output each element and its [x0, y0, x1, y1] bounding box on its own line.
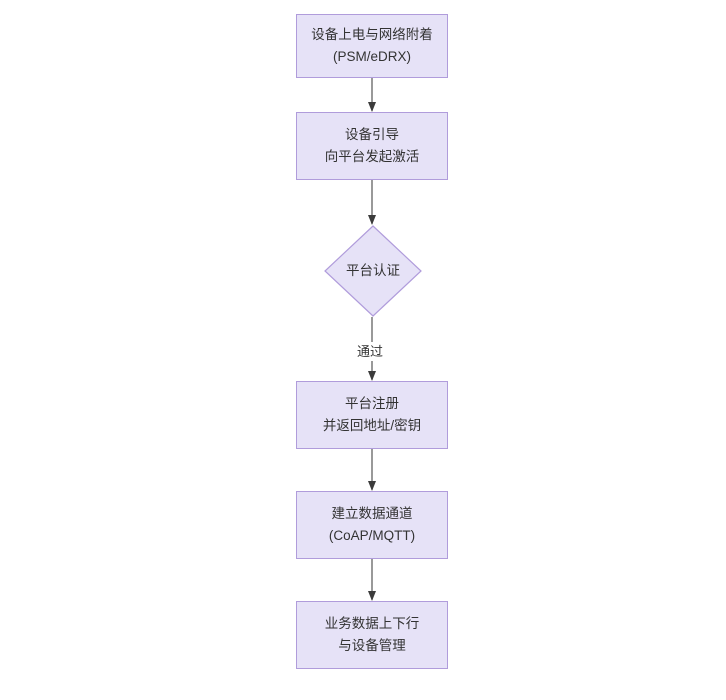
node-establish-data-channel[interactable]: 建立数据通道 (CoAP/MQTT): [296, 491, 448, 559]
node-line: 向平台发起激活: [324, 149, 420, 164]
node-device-power-on[interactable]: 设备上电与网络附着 (PSM/eDRX): [296, 14, 448, 78]
node-line: 平台认证: [346, 263, 400, 278]
node-platform-register[interactable]: 平台注册 并返回地址/密钥: [296, 381, 448, 449]
node-line: (CoAP/MQTT): [328, 528, 416, 543]
node-platform-auth[interactable]: 平台认证: [324, 225, 422, 317]
node-line: 平台注册: [345, 396, 399, 411]
node-business-data-and-device-mgmt[interactable]: 业务数据上下行 与设备管理: [296, 601, 448, 669]
node-line: 与设备管理: [338, 638, 406, 653]
node-line: (PSM/eDRX): [332, 49, 411, 64]
node-line: 设备上电与网络附着: [311, 27, 433, 42]
node-line: 建立数据通道: [331, 506, 413, 521]
edge-label-pass: 通过: [355, 342, 386, 361]
node-line: 业务数据上下行: [324, 616, 420, 631]
node-line: 设备引导: [345, 127, 399, 142]
node-device-bootstrap[interactable]: 设备引导 向平台发起激活: [296, 112, 448, 180]
diamond-shape: [324, 225, 422, 317]
node-line: 并返回地址/密钥: [322, 418, 422, 433]
